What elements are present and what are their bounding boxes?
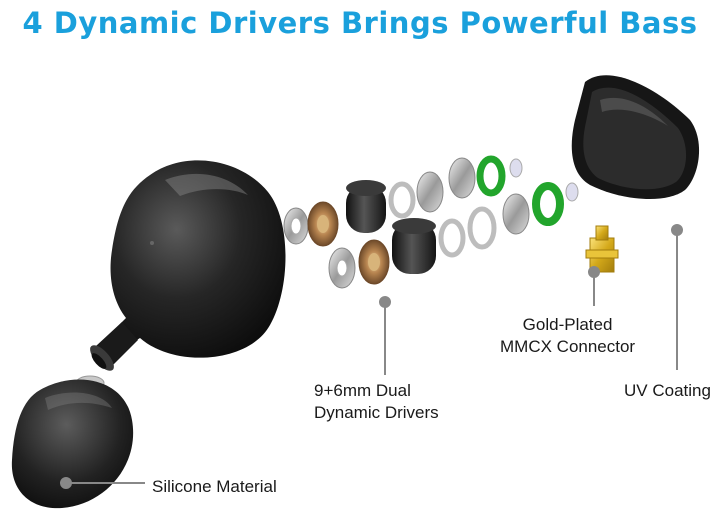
mmcx-label-line1: Gold-Plated [522,315,613,334]
driver-assembly [283,155,579,289]
mmcx-connector [585,225,619,273]
nozzle [90,322,138,371]
uv-coating-label: UV Coating [624,381,711,400]
mmcx-label-line2: MMCX Connector [500,337,636,356]
pointer-lines [60,224,683,489]
page-title: 4 Dynamic Drivers Brings Powerful Bass [22,6,698,40]
drivers-label: 9+6mm Dual Dynamic Drivers [314,380,439,424]
silicone-label: Silicone Material [152,477,277,496]
earphone-shell [104,160,286,358]
drivers-label-line2: Dynamic Drivers [314,403,439,422]
silicone-ear-tip [11,379,134,509]
mmcx-label: Gold-Plated MMCX Connector [500,314,635,358]
uv-faceplate [571,75,700,200]
drivers-label-line1: 9+6mm Dual [314,381,411,400]
